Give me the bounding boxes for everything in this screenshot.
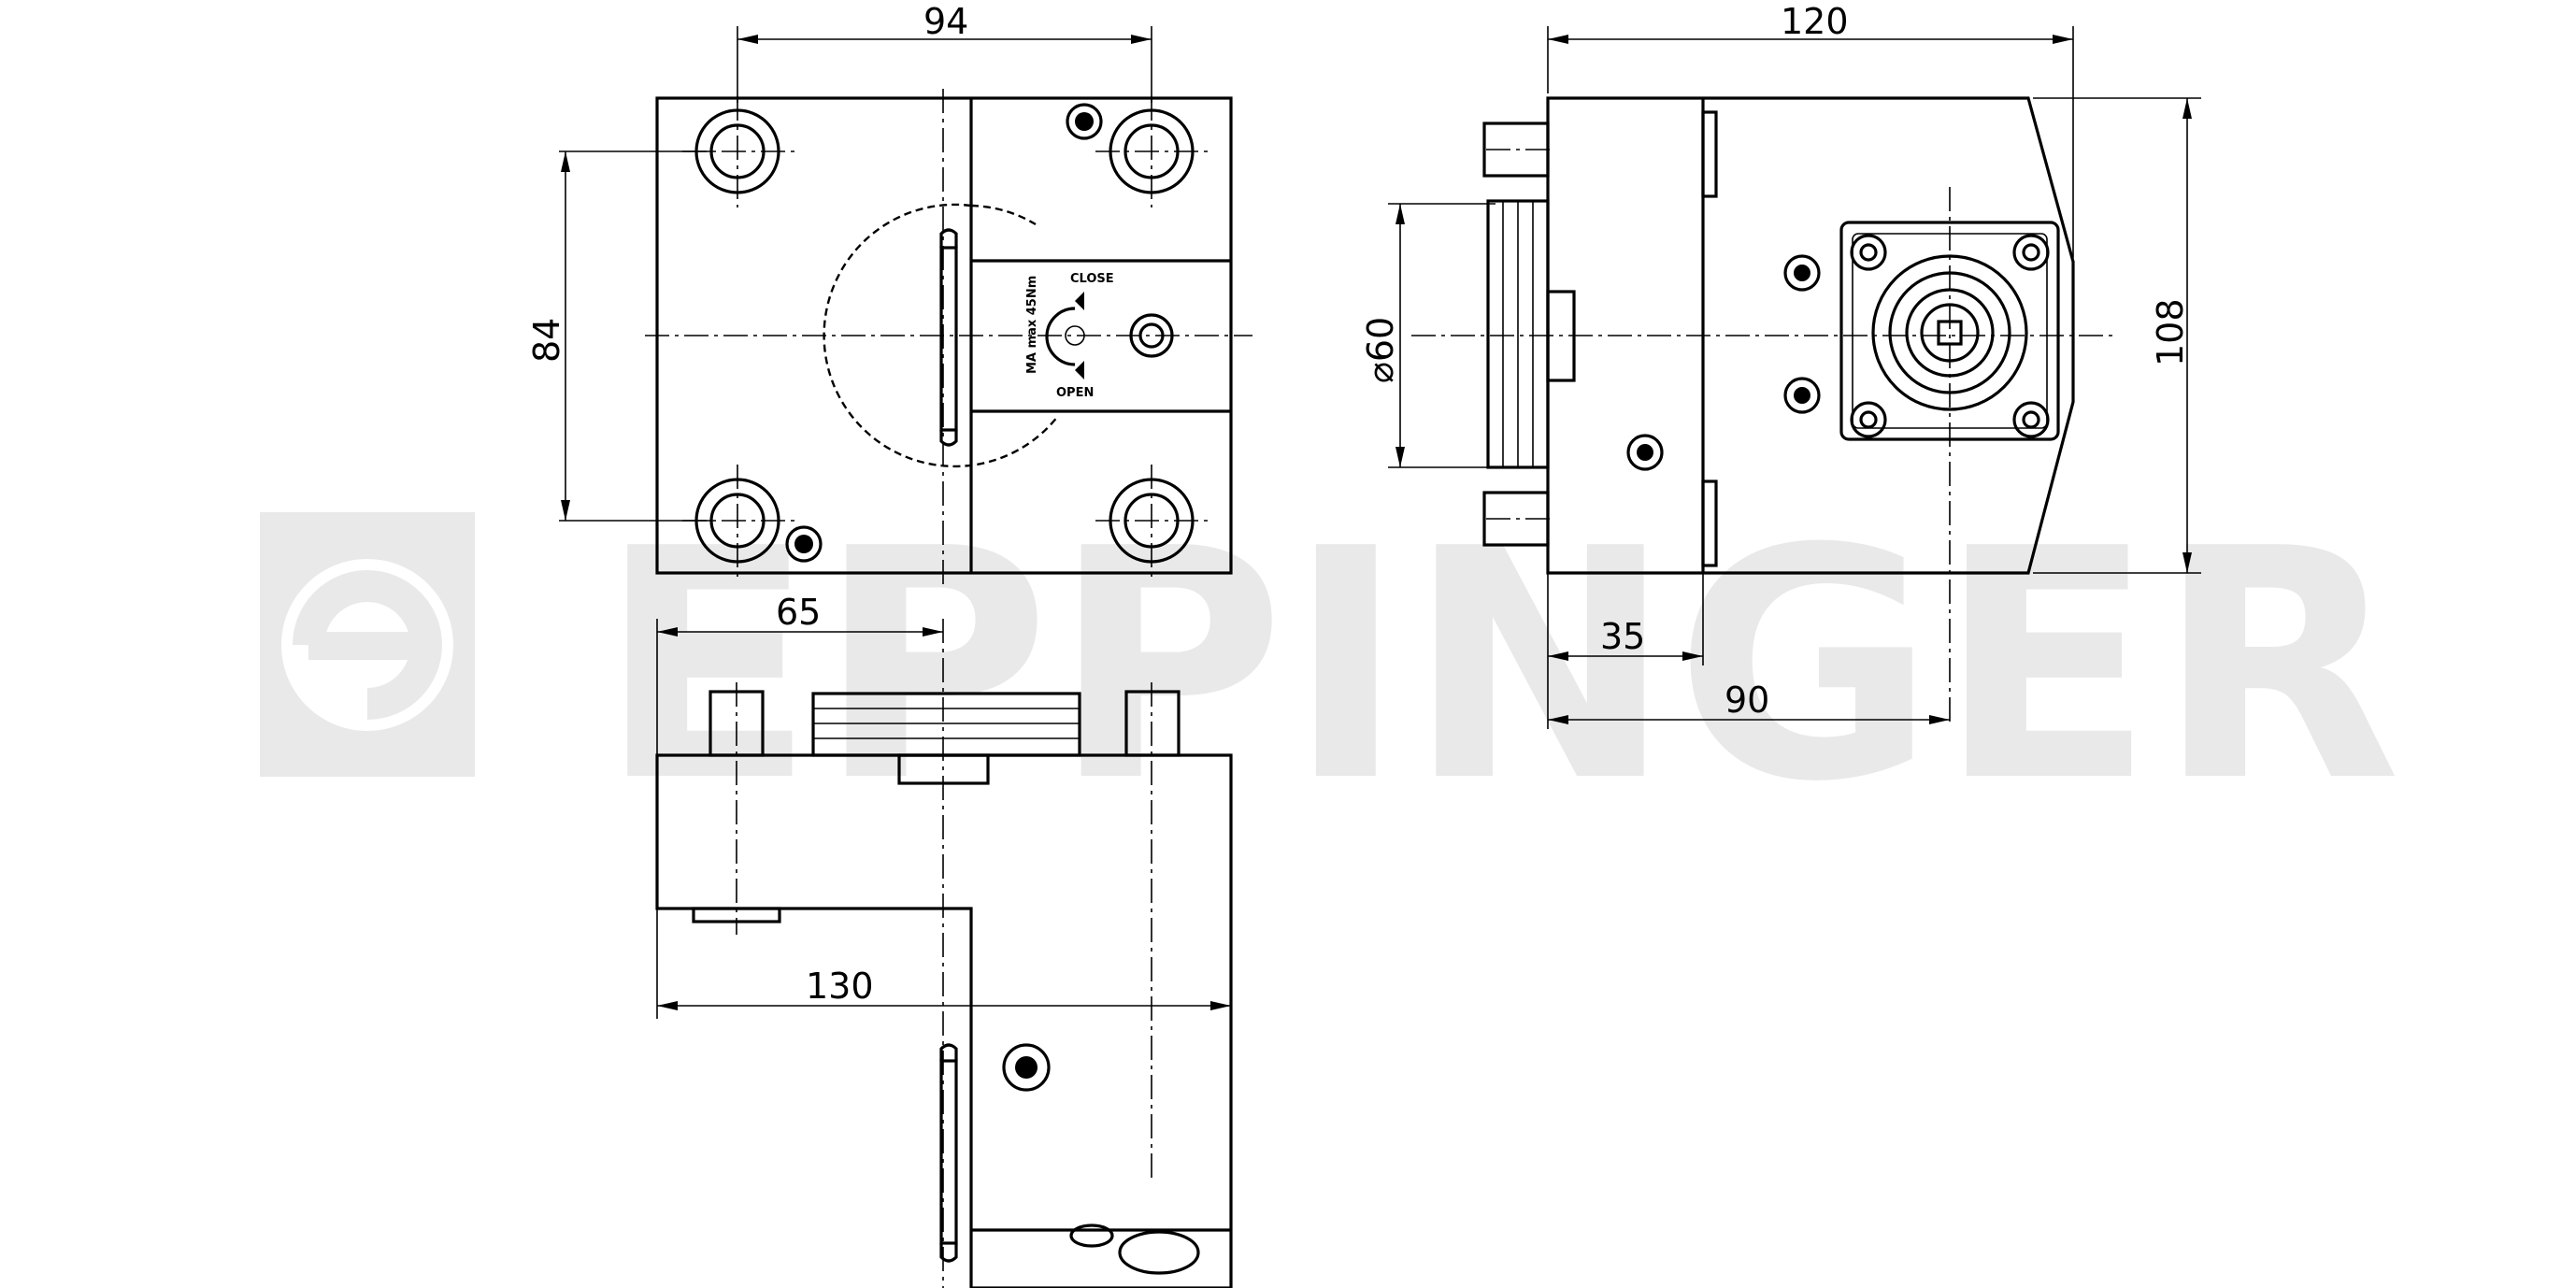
dim-130-text: 130	[806, 966, 874, 1007]
flange-screw-br-icon	[2012, 401, 2050, 438]
dim-84: 84	[526, 150, 710, 522]
flange-screw-tl-icon	[1850, 234, 1887, 271]
flange-screw-bl-icon	[1850, 401, 1887, 438]
torque-label: MA max 45Nm	[1025, 276, 1039, 374]
flange-screw-tr-icon	[2012, 234, 2050, 271]
dim-90-text: 90	[1724, 680, 1769, 721]
dim-94-text: 94	[923, 1, 968, 42]
side-screw-bottom-icon	[1626, 434, 1664, 471]
dim-120-text: 120	[1781, 1, 1849, 42]
dim-diameter-60: ⌀60	[1360, 203, 1496, 468]
watermark-logo-icon	[281, 559, 453, 731]
dim-120: 120	[1547, 1, 2074, 258]
right-view: 120 ⌀60 108 35 90	[1360, 1, 2201, 729]
bolt-top-right-icon	[1095, 96, 1208, 208]
dim-90: 90	[1548, 680, 1950, 724]
side-screw-lower-icon	[1783, 377, 1821, 414]
dim-65-text: 65	[776, 592, 821, 633]
dim-84-text: 84	[526, 318, 567, 363]
set-screw-bottom-icon	[785, 525, 823, 563]
open-close-symbol-icon	[1045, 292, 1085, 379]
dim-35-text: 35	[1600, 616, 1645, 657]
dim-94: 94	[737, 1, 1152, 103]
close-label: CLOSE	[1070, 272, 1114, 286]
dim-diameter-60-text: ⌀60	[1360, 317, 1401, 383]
dim-65: 65	[656, 592, 943, 755]
open-label: OPEN	[1056, 386, 1094, 400]
side-screw-upper-icon	[1783, 254, 1821, 292]
dim-108: 108	[2033, 97, 2201, 574]
top-left-view: CLOSE OPEN MA max 45Nm 94 84	[526, 1, 1252, 584]
dim-35: 35	[1547, 573, 1704, 729]
watermark: EPPINGER	[260, 481, 2403, 852]
clamp-screw-icon	[1129, 313, 1174, 358]
watermark-text: EPPINGER	[598, 481, 2403, 852]
dim-130: 130	[656, 909, 1232, 1019]
bottom-view: 65 130	[655, 592, 1233, 1288]
bolt-bottom-right-icon	[1095, 465, 1208, 577]
dim-108-text: 108	[2150, 298, 2191, 366]
bottom-screw-icon	[1002, 1043, 1051, 1092]
set-screw-top-icon	[1066, 103, 1103, 140]
